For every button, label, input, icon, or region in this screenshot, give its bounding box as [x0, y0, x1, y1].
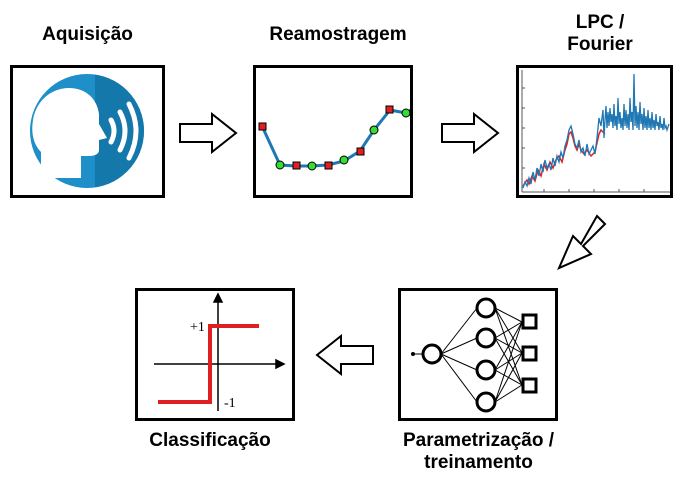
nn-output-node — [521, 345, 538, 362]
tick-label-low: -1 — [224, 396, 236, 411]
label-acquisition: Aquisição — [42, 24, 133, 45]
nn-output-node — [521, 377, 538, 394]
spectrum-plot — [521, 70, 670, 193]
label-training-line1: Parametrização / — [402, 430, 555, 451]
label-resampling: Reamostragem — [269, 24, 407, 45]
label-training: Parametrização / treinamento — [366, 430, 591, 474]
nn-hidden-node — [475, 327, 497, 349]
acquisition-box — [10, 65, 165, 198]
neural-network-diagram — [411, 297, 538, 413]
tick-label-high: +1 — [190, 320, 205, 335]
label-lpc: LPC / Fourier — [540, 12, 660, 56]
label-classification: Classificação — [149, 430, 271, 451]
nn-hidden-node — [475, 359, 497, 381]
nn-input-node — [421, 343, 443, 365]
speaking-head-icon — [30, 74, 144, 188]
resampled-red-markers — [258, 105, 394, 170]
spectrum-box — [516, 65, 673, 198]
label-lpc-line2: Fourier — [567, 34, 633, 55]
step-function-plot: +1 -1 — [154, 292, 286, 411]
resampling-plot — [258, 105, 410, 171]
arrow-right-icon — [179, 112, 238, 154]
arrow-down-left-icon — [557, 214, 607, 270]
resampling-box — [253, 65, 413, 198]
nn-output-node — [521, 313, 538, 330]
label-training-line2: treinamento — [424, 452, 533, 473]
neural-network-box — [398, 288, 558, 421]
arrow-right-icon — [441, 112, 500, 154]
label-lpc-line1: LPC / — [575, 12, 625, 33]
nn-hidden-node — [475, 391, 497, 413]
arrow-left-icon — [315, 334, 374, 376]
nn-hidden-node — [475, 297, 497, 319]
resampled-green-markers — [275, 108, 410, 171]
classification-box: +1 -1 — [135, 288, 295, 421]
